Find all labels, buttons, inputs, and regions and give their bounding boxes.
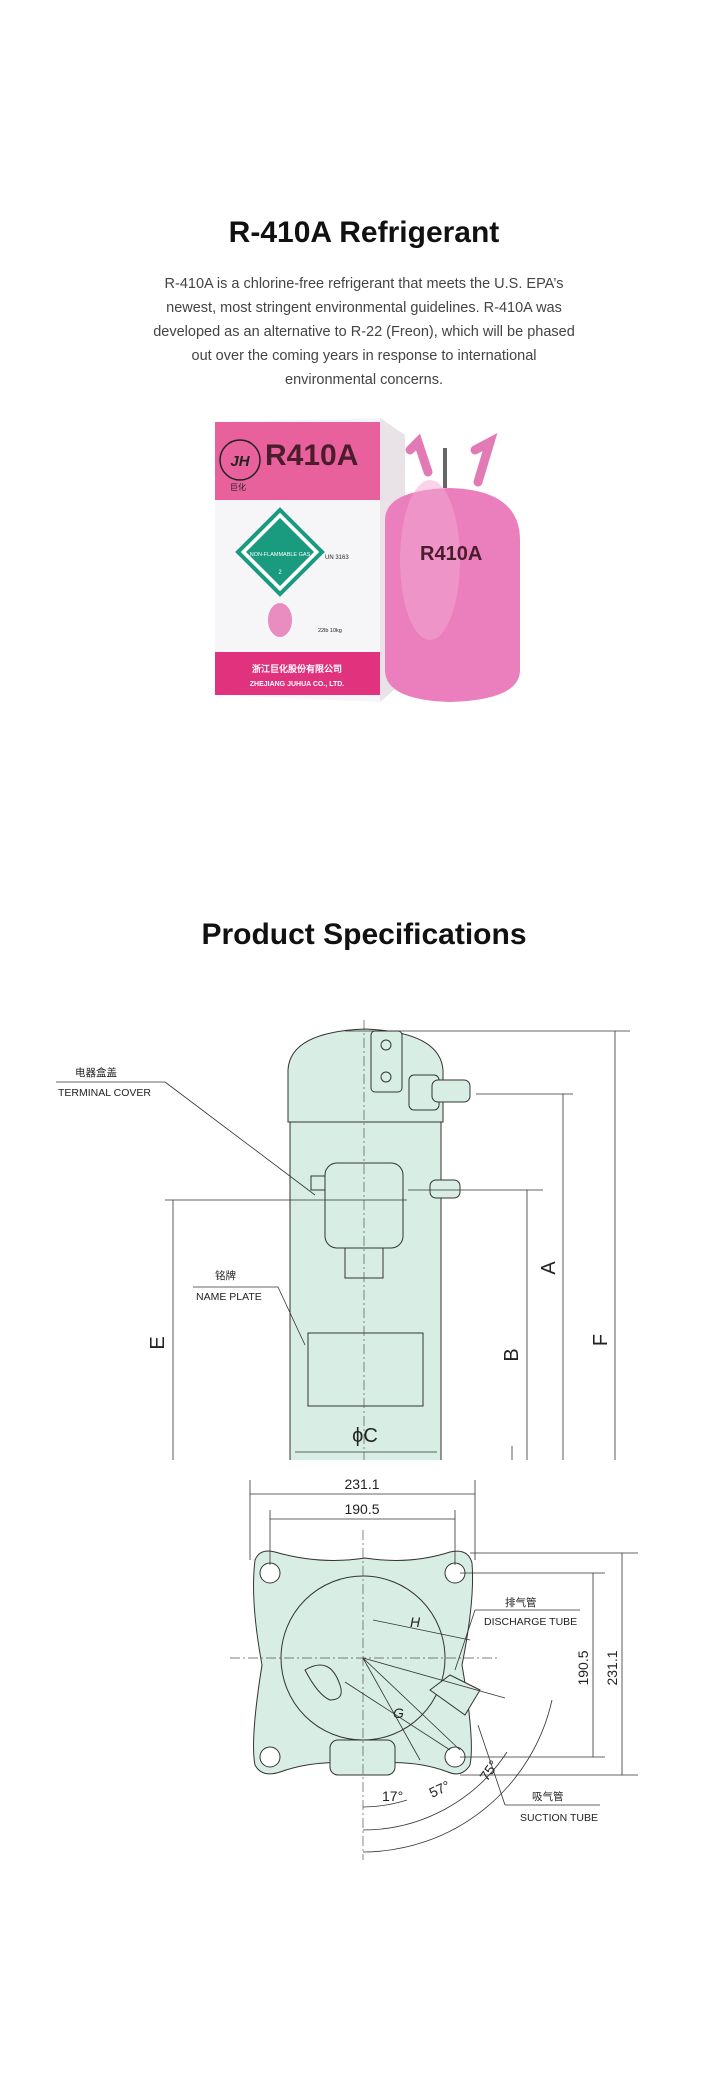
dim-c-label: ϕC <box>352 1425 378 1447</box>
name-plate-cn: 铭牌 <box>215 1269 236 1282</box>
company-cn: 浙江巨化股份有限公司 <box>252 663 342 674</box>
company-en: ZHEJIANG JUHUA CO., LTD. <box>250 681 345 688</box>
cylinder-model: R410A <box>420 543 482 565</box>
brand-cn: 巨化 <box>230 482 246 492</box>
un-number: UN 3163 <box>325 555 349 561</box>
brand-logo: JH <box>230 453 250 470</box>
hazard-diamond: NON-FLAMMABLE GAS 2 <box>235 507 325 597</box>
dim-f-label: F <box>590 1334 612 1346</box>
terminal-cover-en: TERMINAL COVER <box>58 1087 151 1099</box>
side-view-diagram: E B A F D ϕC 电器盒盖 TERMINAL COVER 铭牌 NAME… <box>56 1020 630 1460</box>
name-plate-en: NAME PLATE <box>196 1291 262 1303</box>
mount-holes <box>259 1562 466 1768</box>
suction-tube-cn: 吸气管 <box>532 1790 564 1803</box>
product-image: JH 巨化 R410A NON-FLAMMABLE GAS 2 UN 3163 … <box>215 418 520 702</box>
specs-title: Product Specifications <box>201 918 527 951</box>
svg-text:NON-FLAMMABLE GAS: NON-FLAMMABLE GAS <box>250 552 311 558</box>
dim-b-label: B <box>501 1348 523 1361</box>
width-outer-label: 231.1 <box>344 1476 379 1492</box>
terminal-cover-cn: 电器盒盖 <box>75 1066 117 1079</box>
dim-h-label: H <box>410 1614 421 1630</box>
height-inner-label: 190.5 <box>575 1650 591 1685</box>
dim-g-label: G <box>393 1705 404 1721</box>
svg-text:2: 2 <box>278 570 282 576</box>
net-weight: 22lb 10kg <box>318 628 342 634</box>
page-title: R-410A Refrigerant <box>228 216 500 249</box>
angle-17-label: 17° <box>382 1788 403 1804</box>
intro-description: R-410A is a chlorine-free refrigerant th… <box>153 276 575 388</box>
dim-e-label: E <box>147 1336 169 1349</box>
angle-75-label: 75° <box>476 1757 501 1784</box>
height-outer-label: 231.1 <box>604 1650 620 1685</box>
box-model: R410A <box>265 439 358 472</box>
angle-57-label: 57° <box>427 1777 453 1800</box>
top-view-diagram: 231.1 190.5 190.5 231.1 H G 17° 57° 75° … <box>230 1476 638 1860</box>
discharge-tube-cn: 排气管 <box>505 1596 537 1609</box>
suction-tube-en: SUCTION TUBE <box>520 1812 598 1824</box>
width-inner-label: 190.5 <box>344 1501 379 1517</box>
dim-a-label: A <box>538 1261 560 1275</box>
discharge-tube-en: DISCHARGE TUBE <box>484 1616 577 1628</box>
